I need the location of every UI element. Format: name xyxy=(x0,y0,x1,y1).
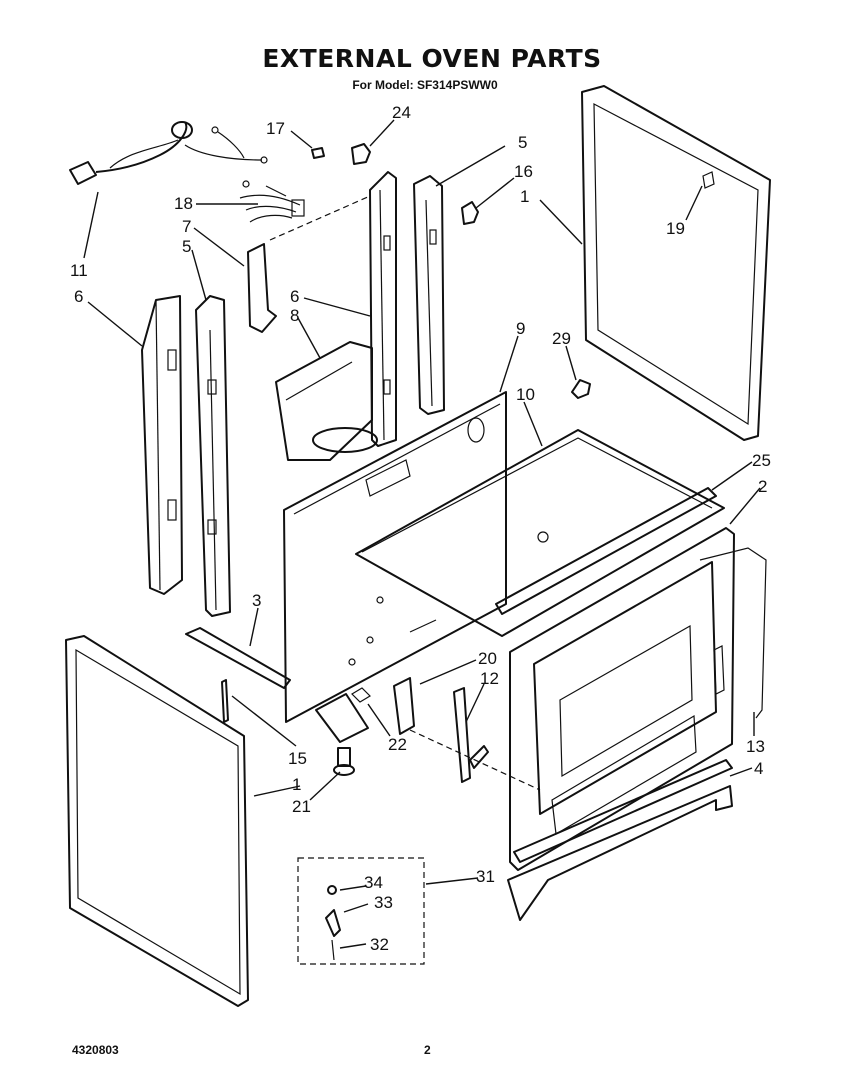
callout-7: 7 xyxy=(182,217,191,236)
page-number: 2 xyxy=(424,1043,431,1057)
front-frame-2-part xyxy=(509,527,735,871)
callout-29: 29 xyxy=(552,329,571,348)
callout-1-upper: 1 xyxy=(520,187,529,206)
strip-25-part xyxy=(495,487,717,615)
callout-20: 20 xyxy=(478,649,497,668)
callout-8: 8 xyxy=(290,306,299,325)
power-cord-part xyxy=(69,121,268,188)
callout-1-lower: 1 xyxy=(292,775,301,794)
bracket-24-part xyxy=(351,143,371,165)
bracket-20-part xyxy=(393,677,415,735)
leader-lines xyxy=(83,119,761,949)
bottom-rail-part xyxy=(507,785,733,921)
callout-34: 34 xyxy=(364,873,383,892)
hinge-12-part xyxy=(453,687,489,783)
wire-harness-part xyxy=(239,185,305,223)
callout-32: 32 xyxy=(370,935,389,954)
callout-9: 9 xyxy=(516,319,525,338)
callout-15: 15 xyxy=(288,749,307,768)
callout-10: 10 xyxy=(516,385,535,404)
callout-12: 12 xyxy=(480,669,499,688)
callout-33: 33 xyxy=(374,893,393,912)
screw-15-part xyxy=(221,679,229,723)
callout-18: 18 xyxy=(174,194,193,213)
callout-21: 21 xyxy=(292,797,311,816)
callout-19: 19 xyxy=(666,219,685,238)
callout-22: 22 xyxy=(388,735,407,754)
callout-25: 25 xyxy=(752,451,771,470)
callout-4: 4 xyxy=(754,759,763,778)
side-rail-6-left-part xyxy=(141,295,183,595)
callout-31: 31 xyxy=(476,867,495,886)
callout-5-left: 5 xyxy=(182,237,191,256)
kick-rail-4-part xyxy=(513,759,733,863)
bracket-7-part xyxy=(247,243,277,333)
bracket-22-part xyxy=(315,687,371,743)
fitting-16-part xyxy=(461,201,479,225)
callout-numbers: 17 24 5 16 1 19 18 7 11 5 6 6 8 9 29 10 … xyxy=(70,103,771,954)
top-panel-10-part xyxy=(355,429,725,637)
callout-2: 2 xyxy=(758,477,767,496)
model-subtitle: For Model: SF314PSWW0 xyxy=(352,78,498,92)
callout-11: 11 xyxy=(70,261,88,280)
side-panel-1-lower-part xyxy=(65,635,249,1007)
side-rail-5-left-part xyxy=(195,295,231,617)
leveling-leg-21-part xyxy=(333,747,355,776)
callout-5-upper: 5 xyxy=(518,133,527,152)
callout-17: 17 xyxy=(266,119,285,138)
side-rail-5-right-part xyxy=(413,175,445,415)
callout-6-right: 6 xyxy=(290,287,299,306)
clip-17-part xyxy=(311,147,325,159)
callout-24: 24 xyxy=(392,103,411,122)
callout-16: 16 xyxy=(514,162,533,181)
side-rail-6-right-part xyxy=(369,171,397,447)
seal-13-part xyxy=(699,547,767,719)
side-panel-1-upper-part xyxy=(581,85,771,441)
knob-29-part xyxy=(571,379,591,399)
callout-3: 3 xyxy=(252,591,261,610)
duct-8-part xyxy=(275,341,378,461)
callout-13: 13 xyxy=(746,737,765,756)
page-title: EXTERNAL OVEN PARTS xyxy=(262,44,602,73)
rail-3-part xyxy=(185,627,291,689)
hardware-kit-31-box xyxy=(297,857,425,965)
document-number: 4320803 xyxy=(72,1043,119,1057)
back-panel-9-part xyxy=(283,391,507,723)
callout-6-left: 6 xyxy=(74,287,83,306)
